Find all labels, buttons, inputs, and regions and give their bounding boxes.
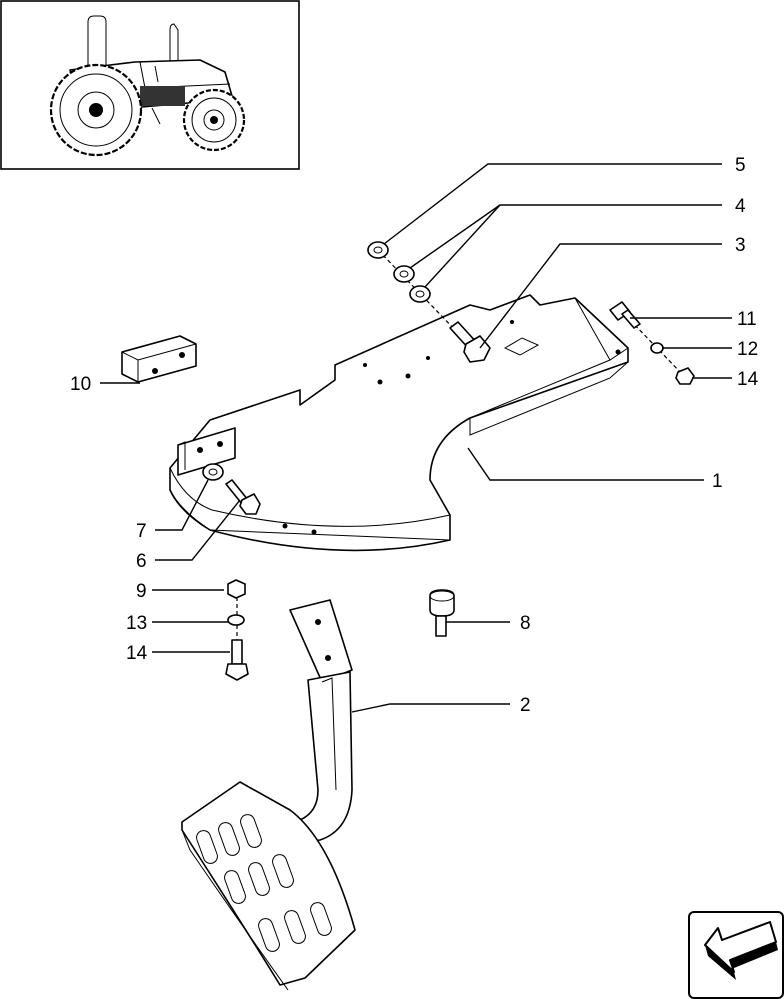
washers-4-5 [367, 241, 431, 303]
callout-10: 10 [70, 374, 91, 395]
callout-9: 9 [136, 581, 147, 602]
callout-13: 13 [126, 613, 147, 634]
tractor-thumbnail [0, 0, 300, 170]
nav-arrow-button[interactable] [688, 911, 784, 999]
callout-6: 6 [136, 551, 147, 572]
knob-8 [429, 589, 455, 637]
callout-4: 4 [735, 196, 746, 217]
tread-slots [196, 814, 332, 952]
step-pedal [181, 599, 356, 991]
tractor-icon [49, 15, 246, 157]
callout-12: 12 [737, 339, 758, 360]
callout-labels: 5 4 3 11 12 14 1 10 7 6 9 13 14 8 2 [70, 155, 759, 716]
callout-3: 3 [735, 235, 746, 256]
callout-2: 2 [520, 695, 531, 716]
callout-14-left: 14 [126, 643, 148, 664]
footrest-plate [169, 294, 629, 552]
callout-7: 7 [136, 521, 147, 542]
callout-8: 8 [520, 613, 531, 634]
callout-5: 5 [735, 155, 746, 176]
arrow-icon [704, 921, 778, 980]
callout-1: 1 [712, 471, 723, 492]
spacer-block [121, 335, 197, 383]
fasteners-right [609, 301, 695, 385]
callout-11: 11 [737, 309, 757, 330]
fasteners-vertical [225, 579, 249, 681]
callout-14-right: 14 [737, 369, 759, 390]
fasteners-left [202, 463, 261, 515]
leader-lines [100, 163, 732, 713]
